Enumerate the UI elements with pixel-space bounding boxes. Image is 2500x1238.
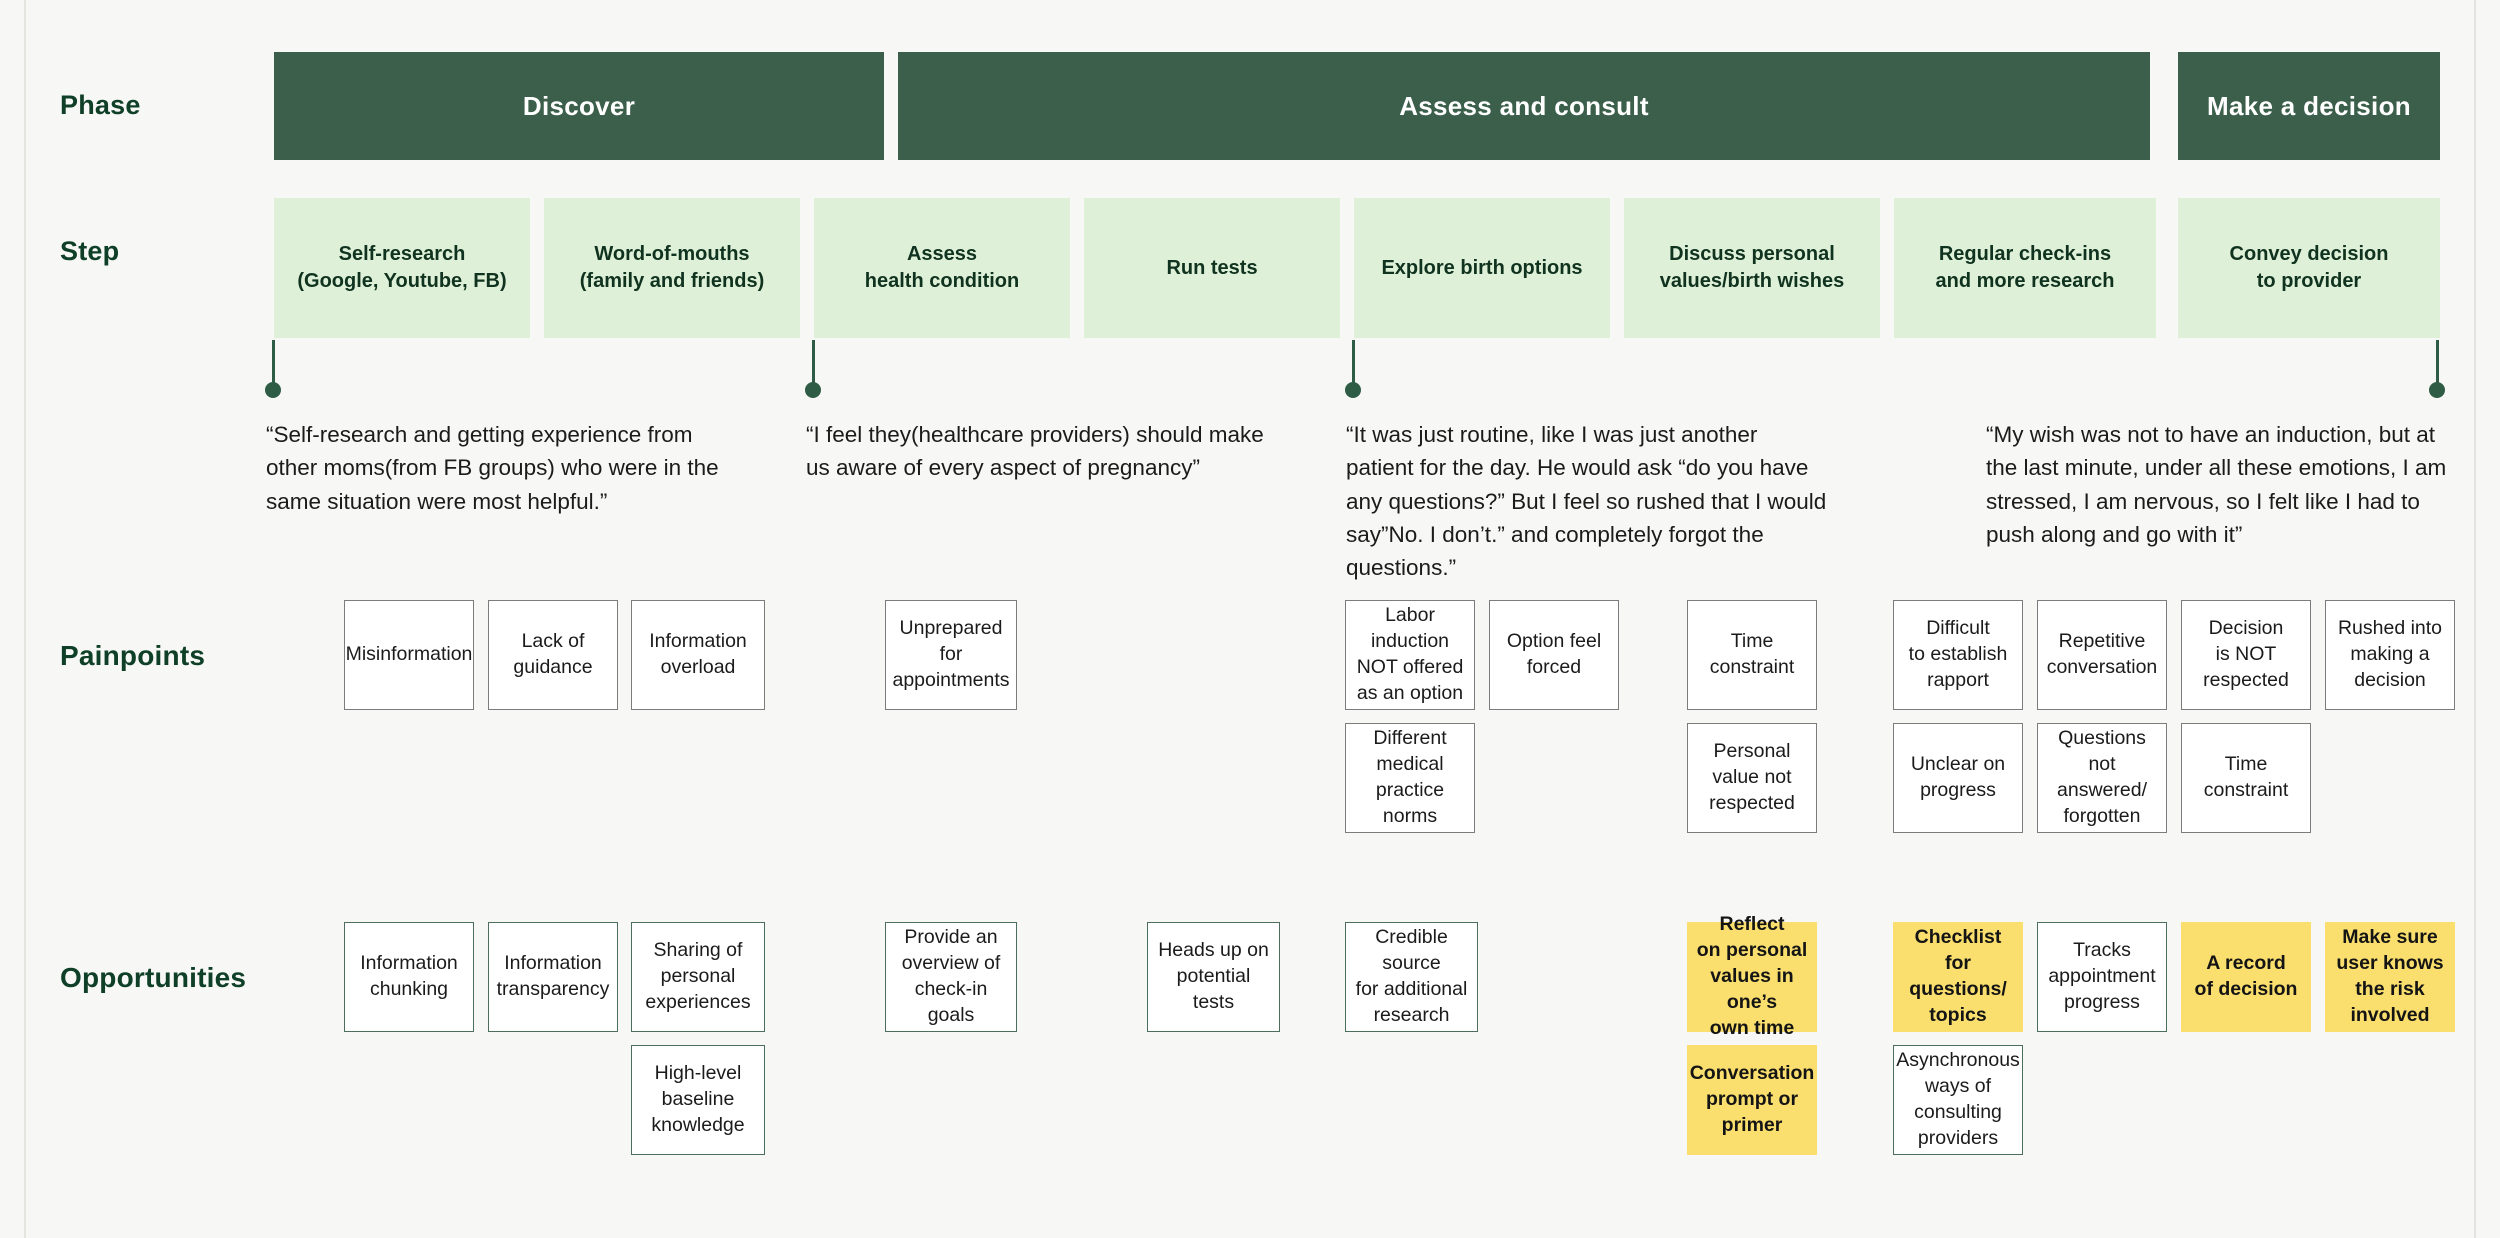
painpoint-card[interactable]: Option feel forced xyxy=(1489,600,1619,710)
opportunity-card[interactable]: Information transparency xyxy=(488,922,618,1032)
row-label-painpoints: Painpoints xyxy=(60,640,206,671)
step-card-self-research[interactable]: Self-research (Google, Youtube, FB) xyxy=(274,198,530,338)
quote-just-routine: “It was just routine, like I was just an… xyxy=(1346,422,1827,581)
timeline-line-1 xyxy=(272,340,275,392)
quote-my-wish: “My wish was not to have an induction, b… xyxy=(1986,422,2447,547)
phase-bar-discover[interactable]: Discover xyxy=(274,52,884,160)
painpoint-card[interactable]: Repetitive conversation xyxy=(2037,600,2167,710)
step-card-run-tests[interactable]: Run tests xyxy=(1084,198,1340,338)
opportunity-card-highlighted[interactable]: Conversation prompt or primer xyxy=(1687,1045,1817,1155)
painpoint-card[interactable]: Decision is NOT respected xyxy=(2181,600,2311,710)
painpoint-card[interactable]: Unclear on progress xyxy=(1893,723,2023,833)
painpoint-card[interactable]: Time constraint xyxy=(2181,723,2311,833)
painpoint-card[interactable]: Difficult to establish rapport xyxy=(1893,600,2023,710)
step-card-convey-decision[interactable]: Convey decision to provider xyxy=(2178,198,2440,338)
painpoint-card[interactable]: Different medical practice norms xyxy=(1345,723,1475,833)
phase-bar-assess-and-consult[interactable]: Assess and consult xyxy=(898,52,2150,160)
painpoint-card[interactable]: Questions not answered/ forgotten xyxy=(2037,723,2167,833)
opportunity-card[interactable]: Provide an overview of check-in goals xyxy=(885,922,1017,1032)
opportunity-card[interactable]: High-level baseline knowledge xyxy=(631,1045,765,1155)
timeline-dot-2 xyxy=(805,382,821,398)
timeline-line-3 xyxy=(1352,340,1355,392)
left-divider-rule xyxy=(24,0,26,1238)
step-card-discuss-values[interactable]: Discuss personal values/birth wishes xyxy=(1624,198,1880,338)
timeline-line-2 xyxy=(812,340,815,392)
step-card-regular-check-ins[interactable]: Regular check-ins and more research xyxy=(1894,198,2156,338)
painpoint-card[interactable]: Labor induction NOT offered as an option xyxy=(1345,600,1475,710)
painpoint-card[interactable]: Time constraint xyxy=(1687,600,1817,710)
painpoint-card[interactable]: Rushed into making a decision xyxy=(2325,600,2455,710)
step-card-assess-health[interactable]: Assess health condition xyxy=(814,198,1070,338)
timeline-dot-4 xyxy=(2429,382,2445,398)
opportunity-card-highlighted[interactable]: A record of decision xyxy=(2181,922,2311,1032)
row-label-opportunities: Opportunities xyxy=(60,962,247,993)
opportunity-card-highlighted[interactable]: Checklist for questions/ topics xyxy=(1893,922,2023,1032)
opportunity-card[interactable]: Heads up on potential tests xyxy=(1147,922,1280,1032)
timeline-line-4 xyxy=(2436,340,2439,392)
opportunity-card[interactable]: Sharing of personal experiences xyxy=(631,922,765,1032)
row-label-step: Step xyxy=(60,236,120,266)
row-label-phase: Phase xyxy=(60,90,141,120)
opportunity-card[interactable]: Information chunking xyxy=(344,922,474,1032)
timeline-dot-3 xyxy=(1345,382,1361,398)
opportunity-card[interactable]: Credible source for additional research xyxy=(1345,922,1478,1032)
phase-bar-make-a-decision[interactable]: Make a decision xyxy=(2178,52,2440,160)
painpoint-card[interactable]: Lack of guidance xyxy=(488,600,618,710)
opportunity-card[interactable]: Tracks appointment progress xyxy=(2037,922,2167,1032)
painpoint-card[interactable]: Misinformation xyxy=(344,600,474,710)
right-divider-rule xyxy=(2474,0,2476,1238)
opportunity-card[interactable]: Asynchronous ways of consulting provider… xyxy=(1893,1045,2023,1155)
timeline-dot-1 xyxy=(265,382,281,398)
quote-health-aware: “I feel they(healthcare providers) shoul… xyxy=(806,422,1264,481)
opportunity-card-highlighted[interactable]: Reflect on personal values in one’s own … xyxy=(1687,913,1817,1039)
step-card-explore-birth[interactable]: Explore birth options xyxy=(1354,198,1610,338)
opportunity-card-highlighted[interactable]: Make sure user knows the risk involved xyxy=(2325,922,2455,1032)
step-card-word-of-mouths[interactable]: Word-of-mouths (family and friends) xyxy=(544,198,800,338)
painpoint-card[interactable]: Personal value not respected xyxy=(1687,723,1817,833)
quote-self-research: “Self-research and getting experience fr… xyxy=(266,422,719,514)
painpoint-card[interactable]: Information overload xyxy=(631,600,765,710)
painpoint-card[interactable]: Unprepared for appointments xyxy=(885,600,1017,710)
